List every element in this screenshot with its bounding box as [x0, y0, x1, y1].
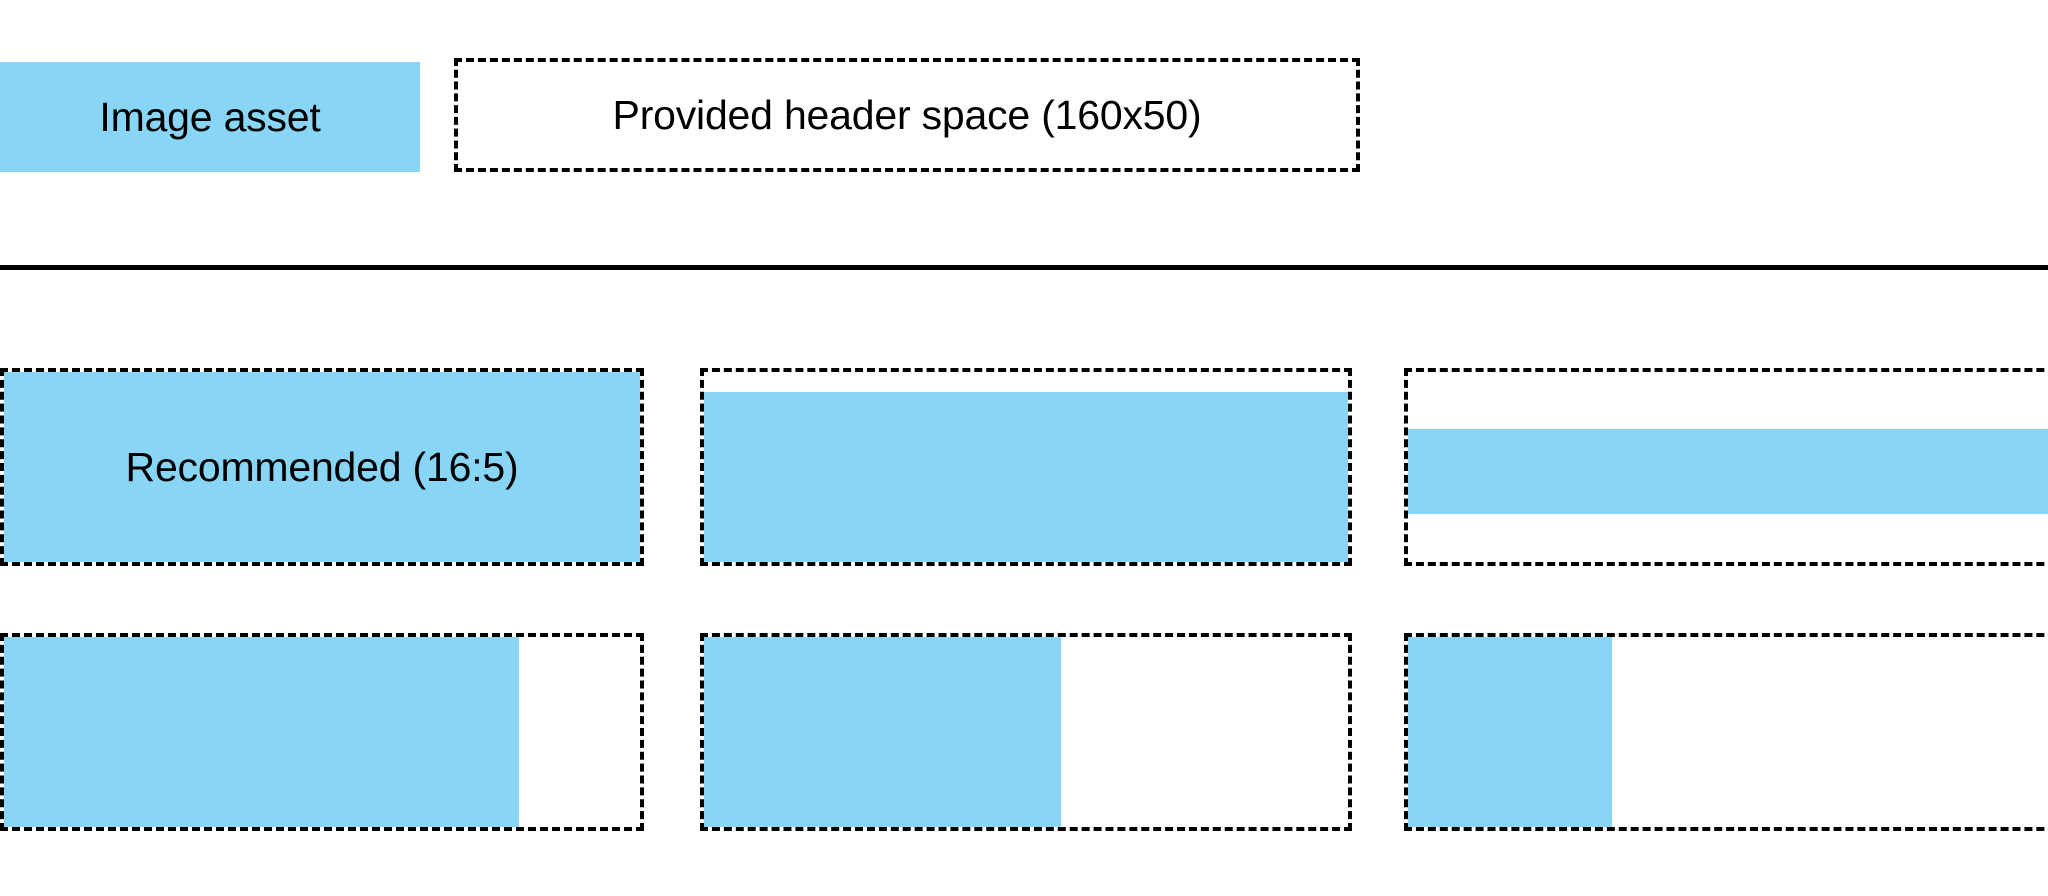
- example-cell-r2c2: [700, 633, 1352, 831]
- example-row-1: Recommended (16:5): [0, 368, 2048, 566]
- asset-fill-r1c1: [4, 372, 640, 562]
- provided-header-space-label: Provided header space (160x50): [612, 91, 1202, 138]
- image-asset-label: Image asset: [99, 93, 321, 140]
- example-cell-r2c3: [1404, 633, 2048, 831]
- section-divider: [0, 265, 2048, 270]
- asset-fill-r2c3: [1408, 637, 1613, 827]
- example-cell-r1c3: [1404, 368, 2048, 566]
- image-asset-swatch: Image asset: [0, 62, 420, 172]
- example-cell-r2c1: [0, 633, 644, 831]
- header-legend-zone: Image asset Provided header space (160x5…: [0, 0, 2048, 266]
- example-row-2: [0, 633, 2048, 831]
- example-grid: Recommended (16:5): [0, 368, 2048, 831]
- asset-fill-r2c1: [4, 637, 520, 827]
- example-cell-r1c2: [700, 368, 1352, 566]
- provided-header-space-box: Provided header space (160x50): [454, 58, 1360, 172]
- example-cell-r1c1: Recommended (16:5): [0, 368, 644, 566]
- asset-fill-r1c2: [704, 392, 1348, 562]
- asset-fill-r1c3: [1408, 429, 2048, 514]
- asset-fill-r2c2: [704, 637, 1062, 827]
